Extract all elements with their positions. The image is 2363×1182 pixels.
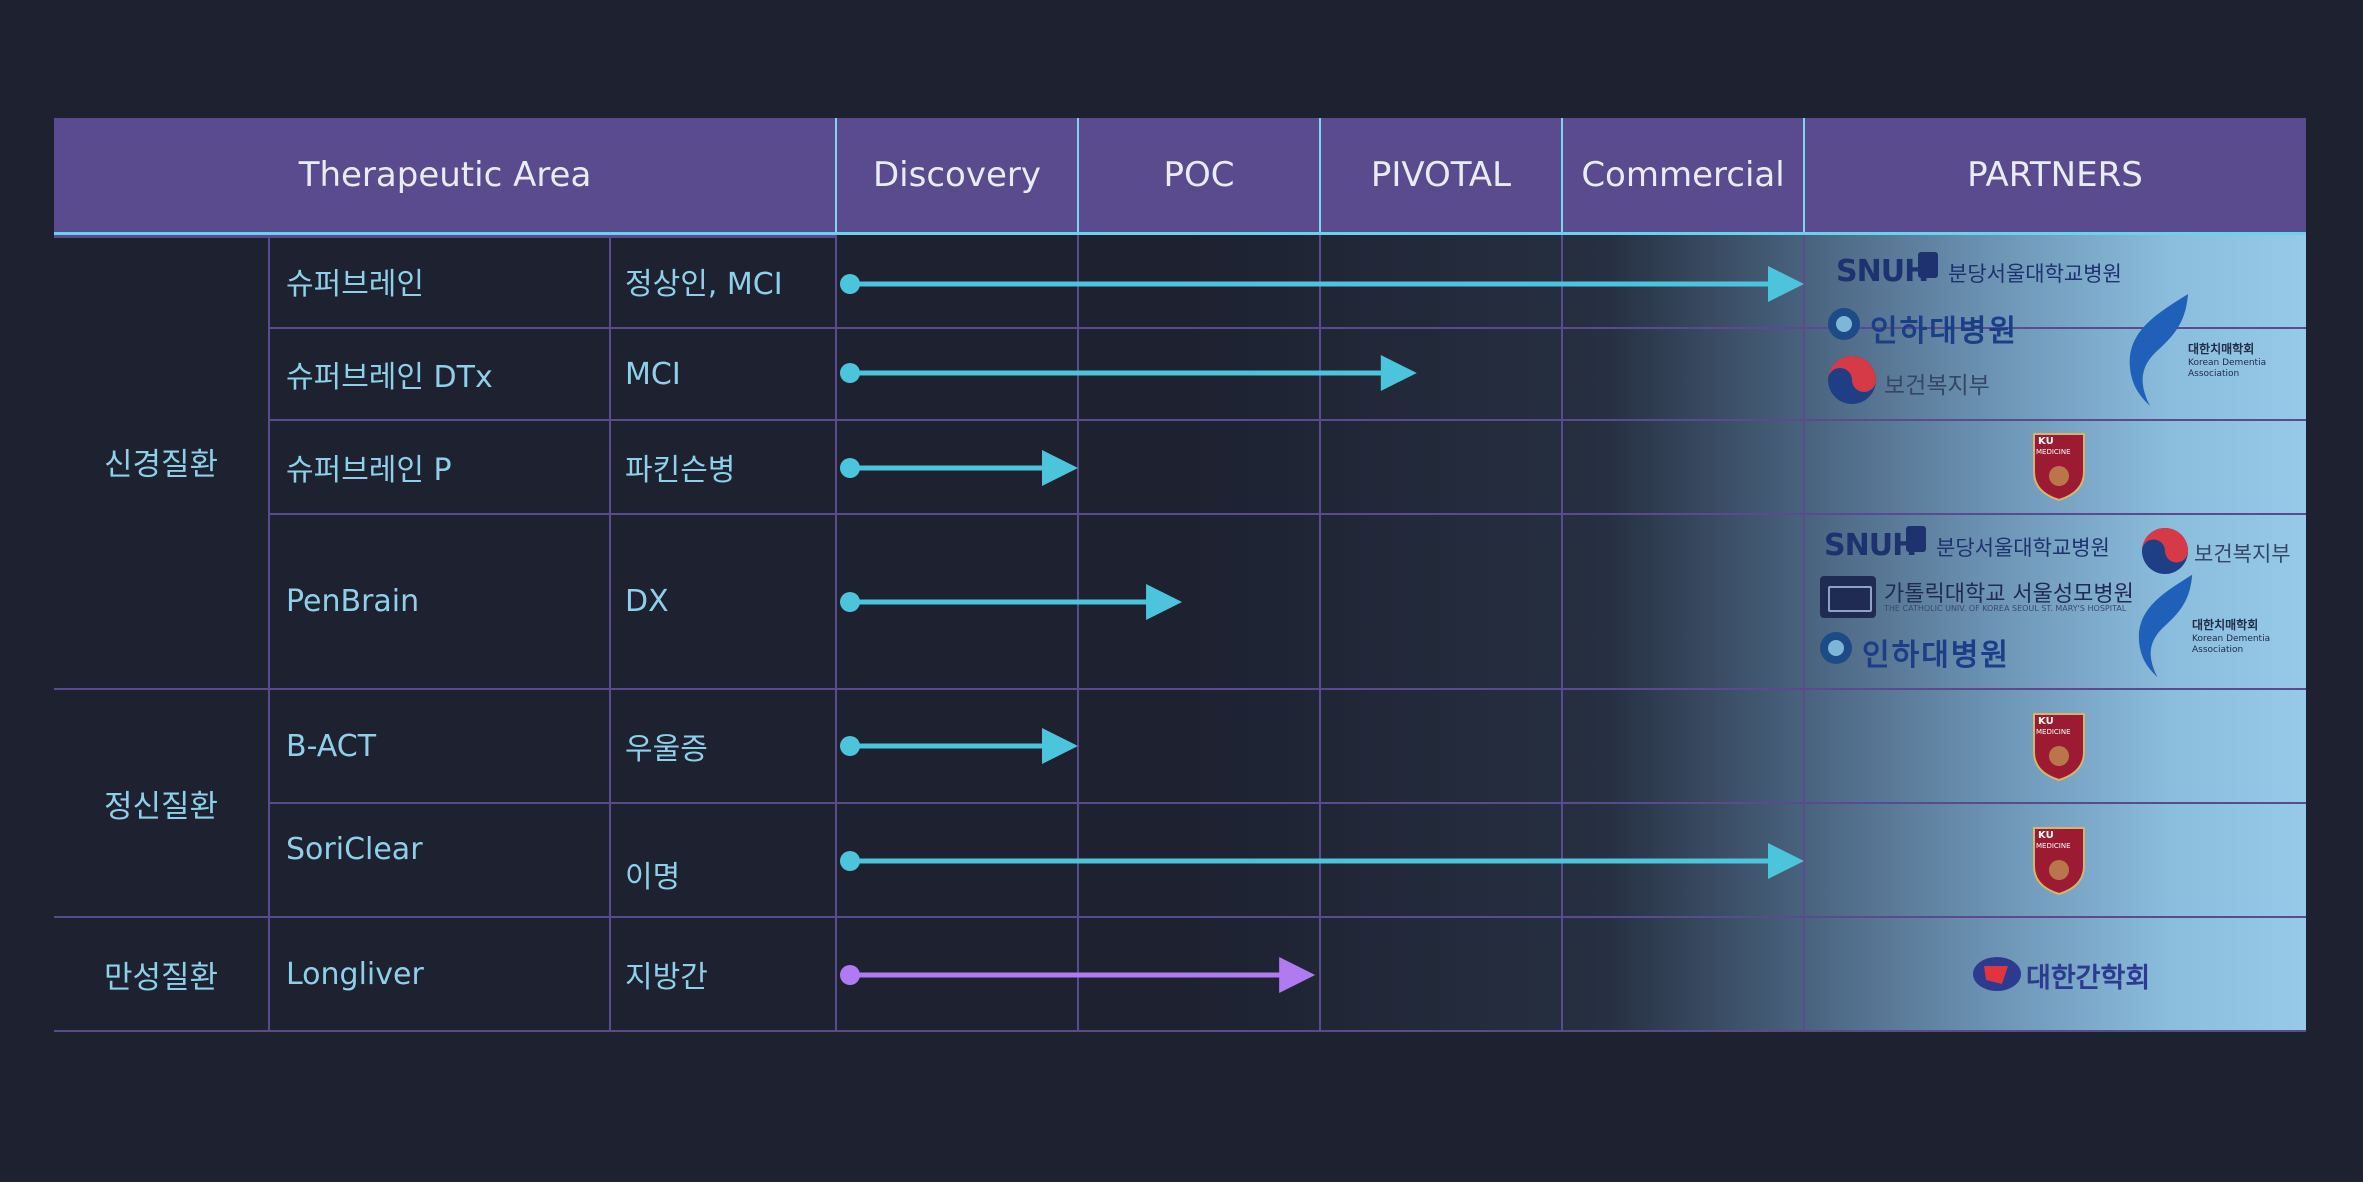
column-divider [609,235,611,1032]
product-name: PenBrain [286,584,420,619]
progress-arrowhead [1146,584,1183,620]
indication: 지방간 [625,960,708,995]
progress-arrow [840,728,1078,764]
progress-start-dot [840,274,860,294]
progress-arrow [840,584,1183,620]
header-therapeutic-area: Therapeutic Area [54,118,836,238]
header-separator [1561,118,1563,232]
header-pivotal: PIVOTAL [1320,118,1562,232]
header-discovery: Discovery [836,118,1078,232]
progress-start-dot [840,363,860,383]
row-divider [268,327,2306,329]
indication: 정상인, MCI [625,267,783,302]
product-name: Longliver [286,956,424,992]
header-separator [1077,118,1079,232]
table-bottom-border [54,1030,2306,1032]
indication: DX [625,584,669,619]
indication: 파킨슨병 [625,453,736,488]
row-divider [268,513,2306,515]
group-divider [54,916,2306,918]
column-divider [268,235,270,1032]
indication: 우울증 [625,732,708,767]
progress-arrowhead [1042,728,1078,764]
indication: 이명 [625,860,681,895]
product-name: B-ACT [286,728,377,764]
row-divider [268,419,2306,421]
header-separator [1319,118,1321,232]
group-divider [54,688,2306,690]
header-poc: POC [1078,118,1320,232]
group-label-neurological: 신경질환 [103,447,219,483]
pipeline-table: Therapeutic Area Discovery POC PIVOTAL C… [54,118,2306,1032]
product-name: 슈퍼브레인 [286,267,424,302]
group-label-psychiatric: 정신질환 [103,788,219,825]
header-commercial: Commercial [1562,118,1804,232]
progress-start-dot [840,851,860,871]
product-name: SoriClear [286,831,423,867]
product-name: 슈퍼브레인 P [286,453,452,488]
progress-arrowhead [1042,450,1078,486]
partners-gradient-background [1180,235,2306,1032]
column-divider [1319,235,1321,1032]
progress-start-dot [840,965,860,985]
progress-start-dot [840,592,860,612]
progress-arrow [840,450,1078,486]
group-label-chronic: 만성질환 [103,959,219,996]
header-separator [835,118,837,232]
column-divider [1803,235,1805,1032]
header-separator [1803,118,1805,232]
row-divider [268,802,2306,804]
indication: MCI [625,356,681,392]
header-partners: PARTNERS [1804,118,2306,232]
column-divider [835,235,837,1032]
product-name: 슈퍼브레인 DTx [286,360,493,395]
column-divider [1561,235,1563,1032]
progress-start-dot [840,736,860,756]
column-divider [1077,235,1079,1032]
header-divider [54,232,2306,235]
progress-start-dot [840,458,860,478]
